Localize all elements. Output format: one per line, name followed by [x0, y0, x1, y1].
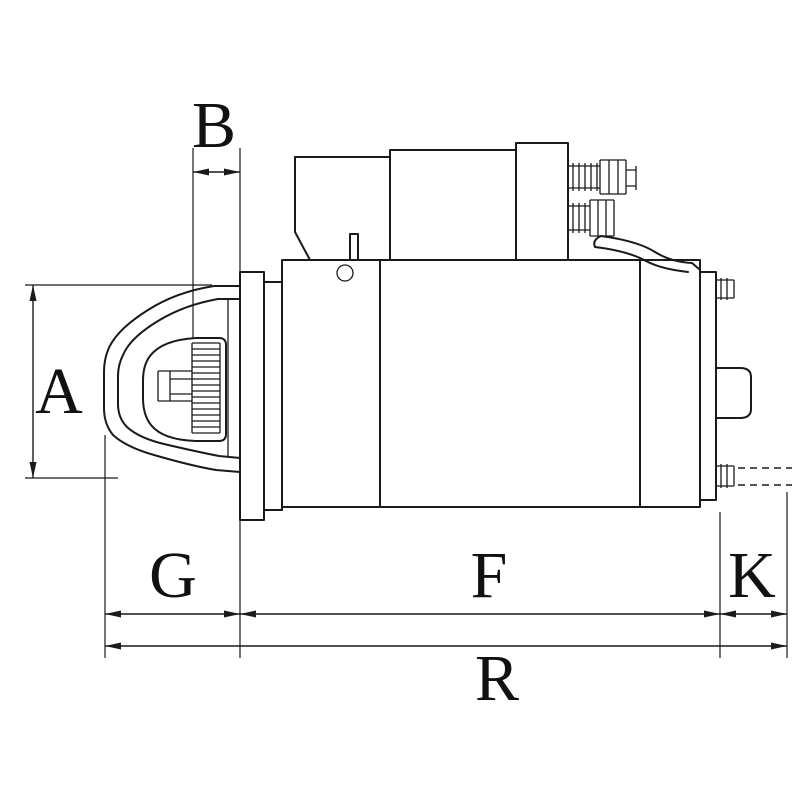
dimension-lines — [25, 148, 788, 658]
rear-end-plate — [699, 271, 717, 501]
dim-label-F: F — [471, 539, 508, 612]
dim-label-A: A — [35, 355, 83, 428]
flange-plate — [239, 271, 265, 521]
rear-stud-upper — [716, 278, 735, 300]
housing-opening-contour — [142, 337, 227, 442]
drive-end-housing — [103, 285, 241, 473]
dim-label-G: G — [149, 539, 197, 612]
rear-stud-lower — [716, 464, 735, 488]
front-bracket — [294, 156, 391, 261]
housing-outer-contour — [103, 285, 241, 473]
housing-inner-contour — [117, 298, 241, 459]
dimension-labels: B A G F K R — [35, 89, 776, 715]
shaft-stub — [715, 367, 752, 419]
dim-label-B: B — [192, 89, 236, 162]
pinion-gear-teeth — [191, 342, 221, 434]
solenoid — [389, 142, 700, 273]
dim-label-R: R — [475, 642, 519, 715]
motor-body — [281, 156, 701, 511]
rear-bracket — [699, 271, 792, 501]
bracket-hole — [336, 264, 354, 282]
dim-label-K: K — [728, 539, 776, 612]
pinion-gear — [157, 342, 221, 434]
mounting-flange — [239, 271, 283, 521]
hidden-axis-dashes — [738, 467, 792, 486]
field-cable — [593, 235, 700, 273]
solenoid-housing — [389, 142, 569, 261]
flange-step — [263, 281, 283, 511]
body-outline — [281, 259, 701, 511]
pinion-shaft — [157, 370, 192, 402]
terminal-stud-upper — [568, 159, 637, 195]
